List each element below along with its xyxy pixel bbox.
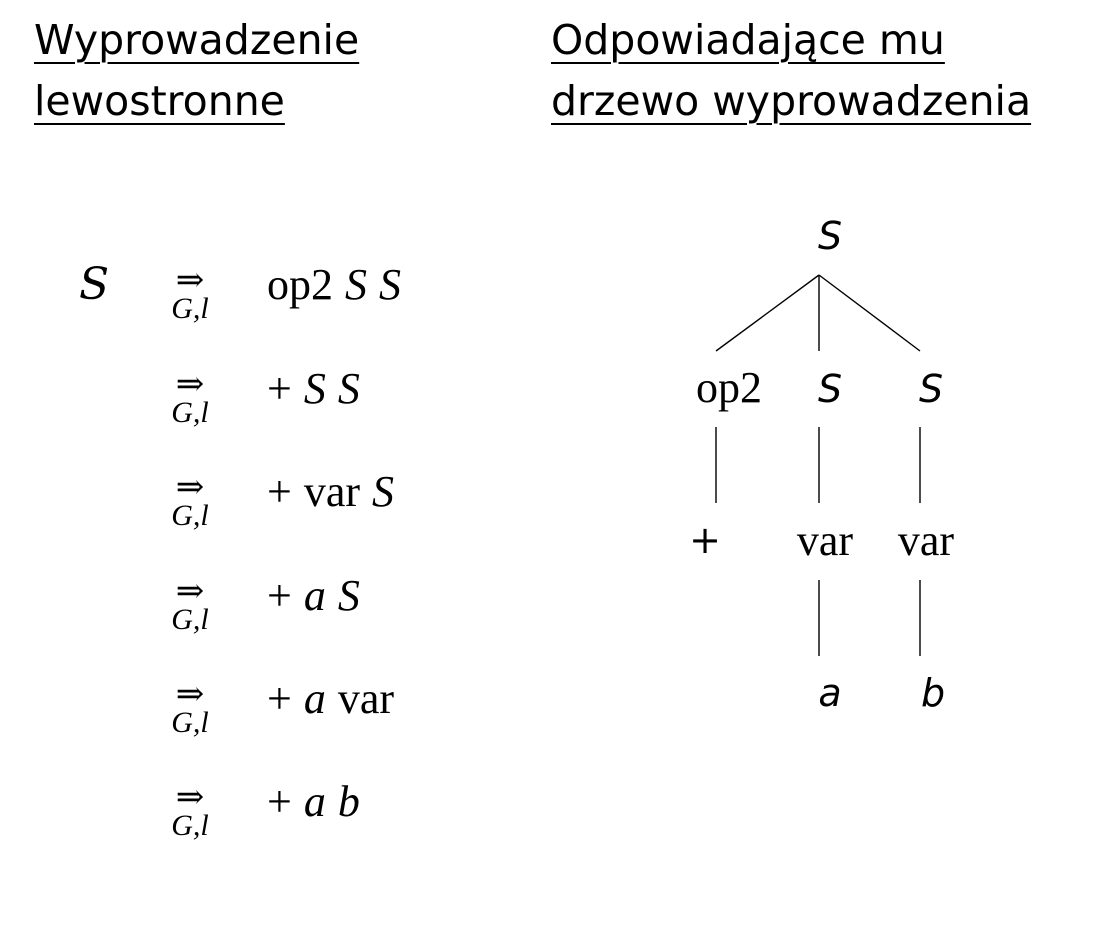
double-arrow-icon: ⇒ <box>175 571 205 611</box>
derives-arrow: ⇒G,l <box>158 367 222 429</box>
sentential-symbol: S <box>345 260 367 309</box>
tree-node-root: S <box>818 214 842 258</box>
tree-node-op2: op2 <box>696 363 762 412</box>
sentential-symbol: a <box>303 674 326 723</box>
double-arrow-icon: ⇒ <box>175 260 205 300</box>
left-heading-line1: Wyprowadzenie <box>34 16 360 64</box>
right-heading-line1: Odpowiadające mu <box>551 16 945 64</box>
sentential-symbol: a <box>303 777 326 826</box>
sentential-symbol: + <box>267 674 292 723</box>
left-heading-line2: lewostronne <box>34 77 285 125</box>
sentential-symbol: + <box>267 467 292 516</box>
tree-node-s-right: S <box>919 367 943 411</box>
double-arrow-icon: ⇒ <box>175 674 205 714</box>
double-arrow-icon: ⇒ <box>175 467 205 507</box>
derives-arrow: ⇒G,l <box>158 780 222 842</box>
derives-arrow: ⇒G,l <box>158 574 222 636</box>
tree-leaf-b: b <box>921 671 945 715</box>
double-arrow-icon: ⇒ <box>175 777 205 817</box>
sentential-symbol: S <box>303 364 326 413</box>
sentential-symbol: b <box>337 777 360 826</box>
tree-leaf-a: a <box>818 671 841 715</box>
arrow-subscript: G,l <box>171 292 209 325</box>
tree-edge-root-s2 <box>818 274 921 352</box>
derives-arrow: ⇒G,l <box>158 677 222 739</box>
arrow-subscript: G,l <box>171 706 209 739</box>
right-heading: Odpowiadające mu drzewo wyprowadzenia <box>551 10 1031 132</box>
sentential-symbol: S <box>337 571 360 620</box>
tree-node-var-right: var <box>898 516 955 565</box>
tree-node-plus: + <box>689 518 721 562</box>
derives-arrow: ⇒G,l <box>158 263 222 325</box>
sentential-symbol: + <box>267 571 292 620</box>
left-heading: Wyprowadzenie lewostronne <box>34 10 359 132</box>
sentential-symbol: S <box>372 467 395 516</box>
sentential-symbol: S <box>337 364 360 413</box>
sentential-symbol: var <box>337 674 395 723</box>
sentential-symbol: + <box>267 777 292 826</box>
derives-arrow: ⇒G,l <box>158 470 222 532</box>
sentential-symbol: + <box>267 364 292 413</box>
tree-edge-root-op2 <box>715 274 820 352</box>
arrow-subscript: G,l <box>171 499 209 532</box>
arrow-subscript: G,l <box>171 603 209 636</box>
sentential-symbol: op2 <box>267 260 333 309</box>
tree-node-s-middle: S <box>818 367 842 411</box>
derivation-start-symbol: S <box>79 259 110 310</box>
sentential-symbol: S <box>379 260 401 309</box>
sentential-symbol: a <box>303 571 326 620</box>
right-heading-line2: drzewo wyprowadzenia <box>551 77 1032 125</box>
double-arrow-icon: ⇒ <box>175 364 205 404</box>
arrow-subscript: G,l <box>171 809 209 842</box>
sentential-symbol: var <box>303 467 361 516</box>
tree-node-var-middle: var <box>797 516 854 565</box>
arrow-subscript: G,l <box>171 396 209 429</box>
